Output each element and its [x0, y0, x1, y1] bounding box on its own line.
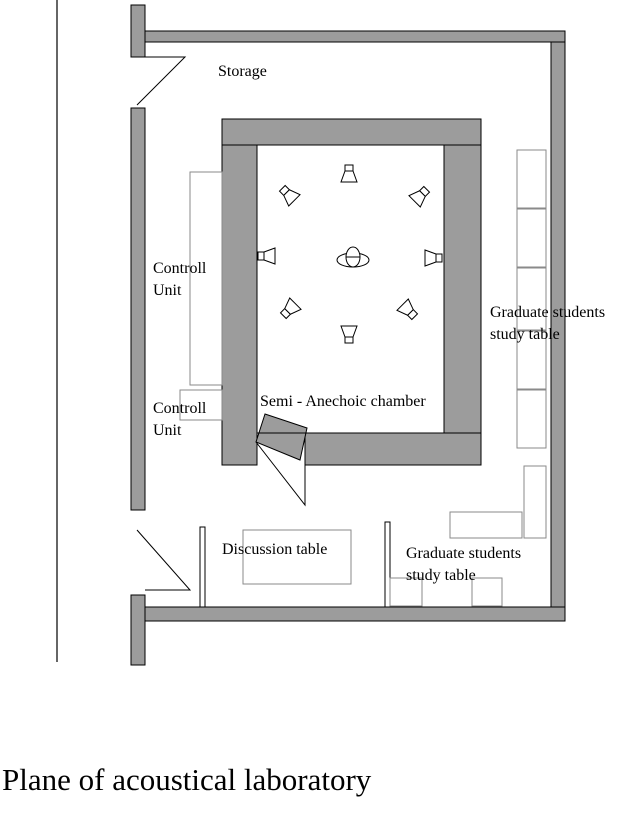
control-unit-label-1: Controll Unit	[153, 260, 210, 299]
wall-left-lower	[130, 594, 146, 666]
partition-left	[199, 526, 206, 608]
grad-table-right-label-line2: study table	[490, 326, 560, 343]
study-desk	[516, 208, 547, 268]
speaker-icon	[257, 247, 276, 265]
chamber-door	[255, 413, 308, 461]
control-unit-console-2	[179, 389, 223, 421]
door-bottom	[136, 529, 192, 591]
wall-left-upper	[130, 4, 146, 58]
control-unit-label-2: Controll Unit	[153, 400, 210, 439]
study-desk	[516, 389, 547, 449]
study-desk	[471, 577, 503, 607]
door-top	[136, 56, 187, 106]
grad-table-right-label: Graduate students study table	[490, 304, 609, 343]
speaker-icon	[396, 298, 419, 321]
chamber-label: Semi - Anechoic chamber	[260, 393, 426, 410]
wall-top	[144, 30, 566, 43]
listener-head-icon	[336, 246, 370, 268]
study-desk	[516, 149, 547, 209]
study-desk	[449, 511, 523, 539]
study-desk	[523, 465, 547, 539]
speaker-icon	[340, 325, 358, 344]
chamber-interior	[256, 144, 445, 434]
control-unit-label-1-line2: Unit	[153, 282, 182, 299]
control-unit-label-2-line2: Unit	[153, 422, 182, 439]
study-desk	[516, 330, 547, 390]
wall-left-middle	[130, 107, 146, 511]
speaker-icon	[340, 164, 358, 183]
control-unit-console-1	[189, 171, 223, 386]
partition-right	[384, 521, 391, 608]
study-desk	[389, 577, 423, 607]
control-unit-label-1-line1: Controll	[153, 260, 207, 277]
speaker-icon	[424, 249, 443, 267]
speaker-icon	[278, 184, 301, 207]
figure-caption: Plane of acoustical laboratory	[2, 762, 372, 797]
speaker-icon	[408, 185, 431, 208]
chamber-door-swing	[255, 441, 306, 507]
grad-table-bottom-label-line2: study table	[406, 567, 476, 584]
discussion-table	[242, 529, 352, 585]
grad-table-bottom-label: Graduate students study table	[406, 545, 525, 584]
chamber-wall-top	[221, 118, 482, 146]
grad-table-right-label-line1: Graduate students	[490, 304, 605, 321]
wall-bottom	[142, 606, 566, 622]
discussion-table-label: Discussion table	[222, 541, 327, 558]
chamber-wall-left	[221, 144, 258, 466]
speaker-icon	[279, 297, 302, 320]
storage-label: Storage	[218, 63, 267, 80]
chamber-wall-right	[443, 144, 482, 466]
control-unit-label-2-line1: Controll	[153, 400, 207, 417]
grad-table-bottom-label-line1: Graduate students	[406, 545, 521, 562]
chamber-wall-bottom	[304, 432, 482, 466]
study-desk	[516, 267, 547, 331]
